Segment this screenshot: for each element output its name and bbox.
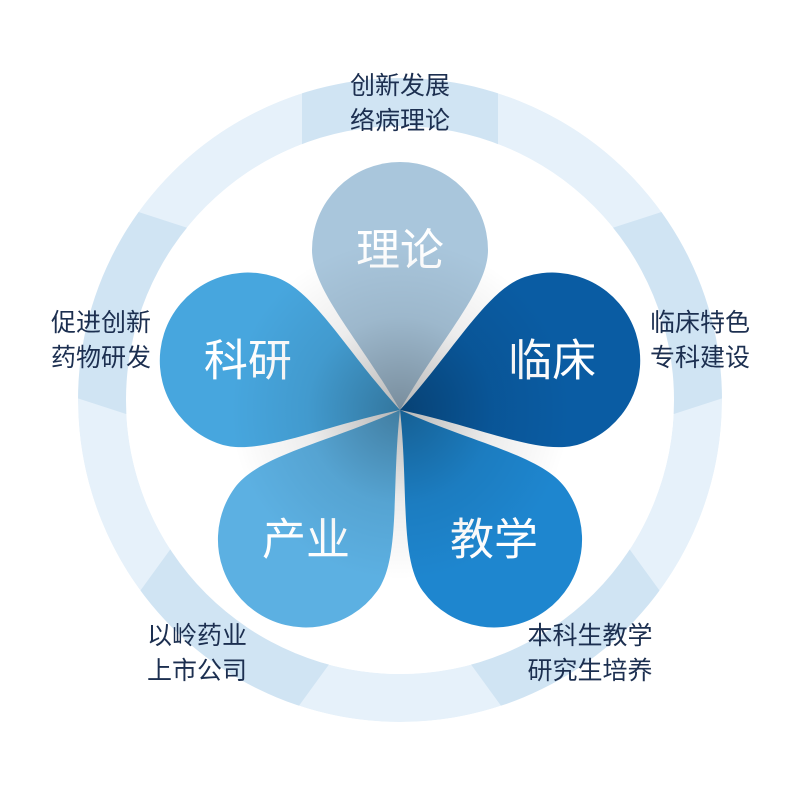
center-shading [230, 240, 570, 580]
ring-block-teaching [464, 539, 680, 733]
ring-block-research [46, 201, 199, 418]
outer-label-teaching-line2: 研究生培养 [527, 656, 653, 685]
outer-label-research-line2: 药物研发 [50, 343, 151, 372]
ring-block-clinical [601, 201, 754, 418]
outer-label-theory-line2: 络病理论 [349, 106, 450, 135]
outer-label-research: 促进创新 药物研发 [16, 305, 186, 375]
outer-label-research-line1: 促进创新 [50, 308, 151, 337]
outer-label-industry-line2: 上市公司 [146, 656, 247, 685]
outer-label-theory: 创新发展 络病理论 [300, 68, 500, 138]
outer-label-teaching-line1: 本科生教学 [527, 621, 653, 650]
outer-label-industry: 以岭药业 上市公司 [112, 618, 282, 688]
outer-label-clinical: 临床特色 专科建设 [615, 305, 785, 375]
ring-block-industry [120, 539, 336, 733]
outer-label-teaching: 本科生教学 研究生培养 [495, 618, 685, 688]
outer-label-theory-line1: 创新发展 [349, 71, 450, 100]
outer-label-clinical-line2: 专科建设 [649, 343, 750, 372]
outer-label-clinical-line1: 临床特色 [649, 308, 750, 337]
outer-label-industry-line1: 以岭药业 [146, 621, 247, 650]
